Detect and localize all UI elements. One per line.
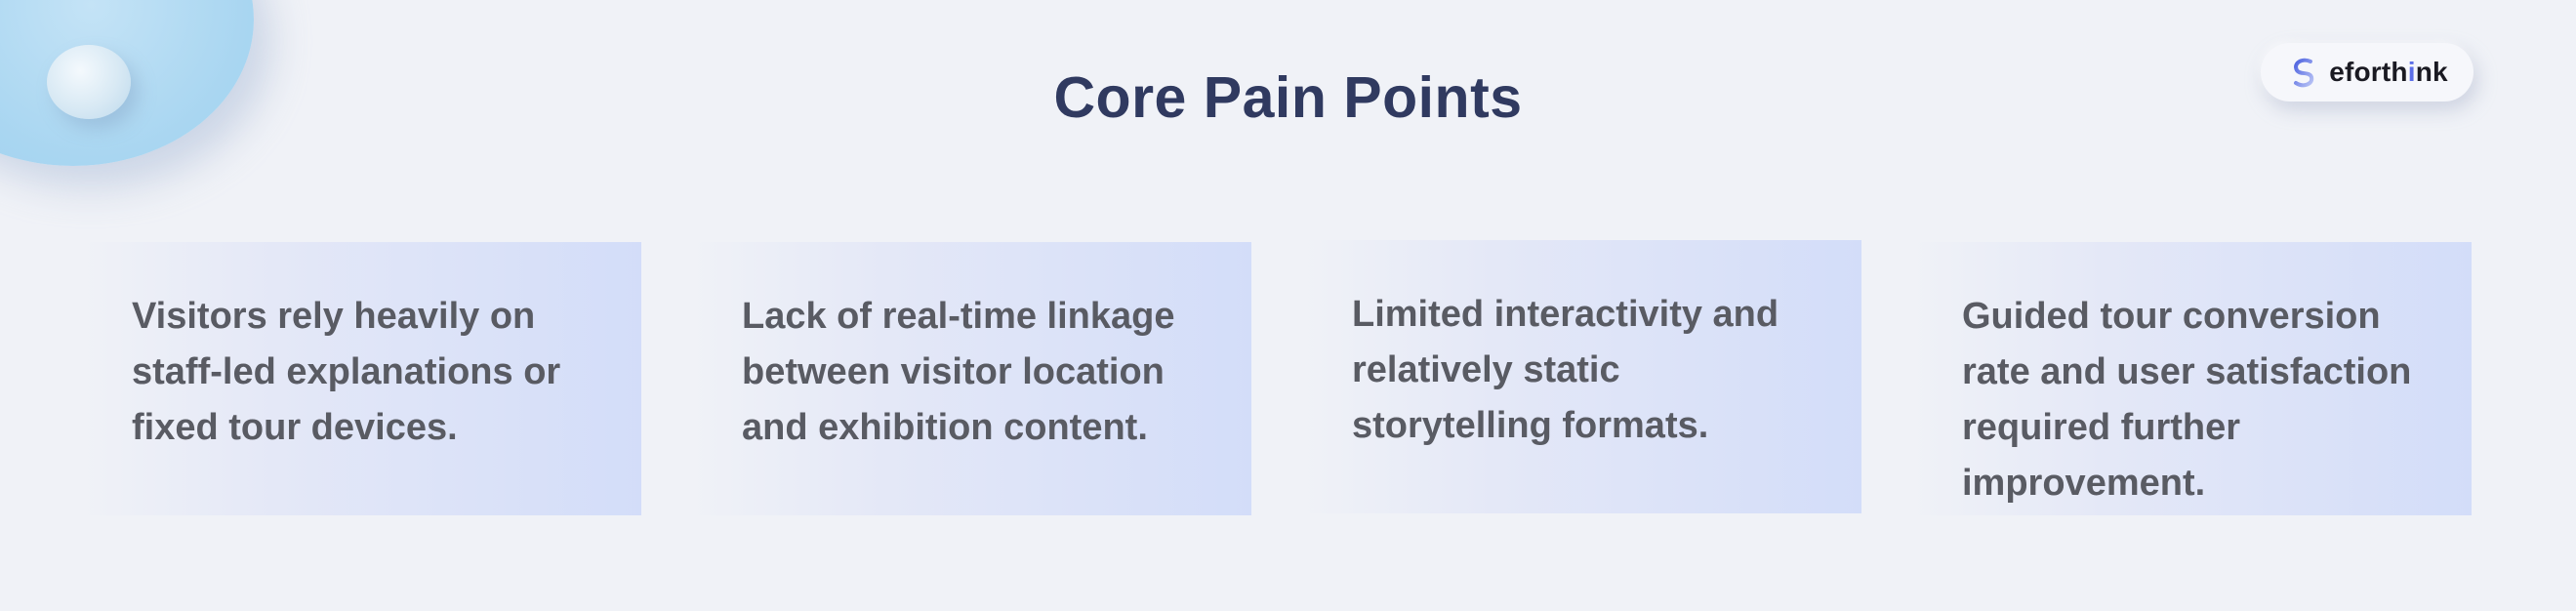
decorative-bubble-small xyxy=(47,45,131,119)
pain-point-text: Limited interactivity and relatively sta… xyxy=(1352,294,1779,446)
logo-wordmark: eforthink xyxy=(2329,57,2448,87)
swirl-logo-icon xyxy=(2294,58,2314,88)
page-title: Core Pain Points xyxy=(1053,65,1523,130)
brand-logo: eforthink xyxy=(2261,43,2474,102)
pain-point-card: Lack of real-time linkage between visito… xyxy=(689,242,1251,515)
pain-point-card: Visitors rely heavily on staff-led expla… xyxy=(79,242,641,515)
pain-point-text: Guided tour conversion rate and user sat… xyxy=(1962,296,2412,504)
pain-point-card: Guided tour conversion rate and user sat… xyxy=(1909,242,2472,515)
pain-point-text: Lack of real-time linkage between visito… xyxy=(742,296,1175,448)
pain-point-text: Visitors rely heavily on staff-led expla… xyxy=(132,296,561,448)
pain-point-card: Limited interactivity and relatively sta… xyxy=(1299,240,1861,513)
